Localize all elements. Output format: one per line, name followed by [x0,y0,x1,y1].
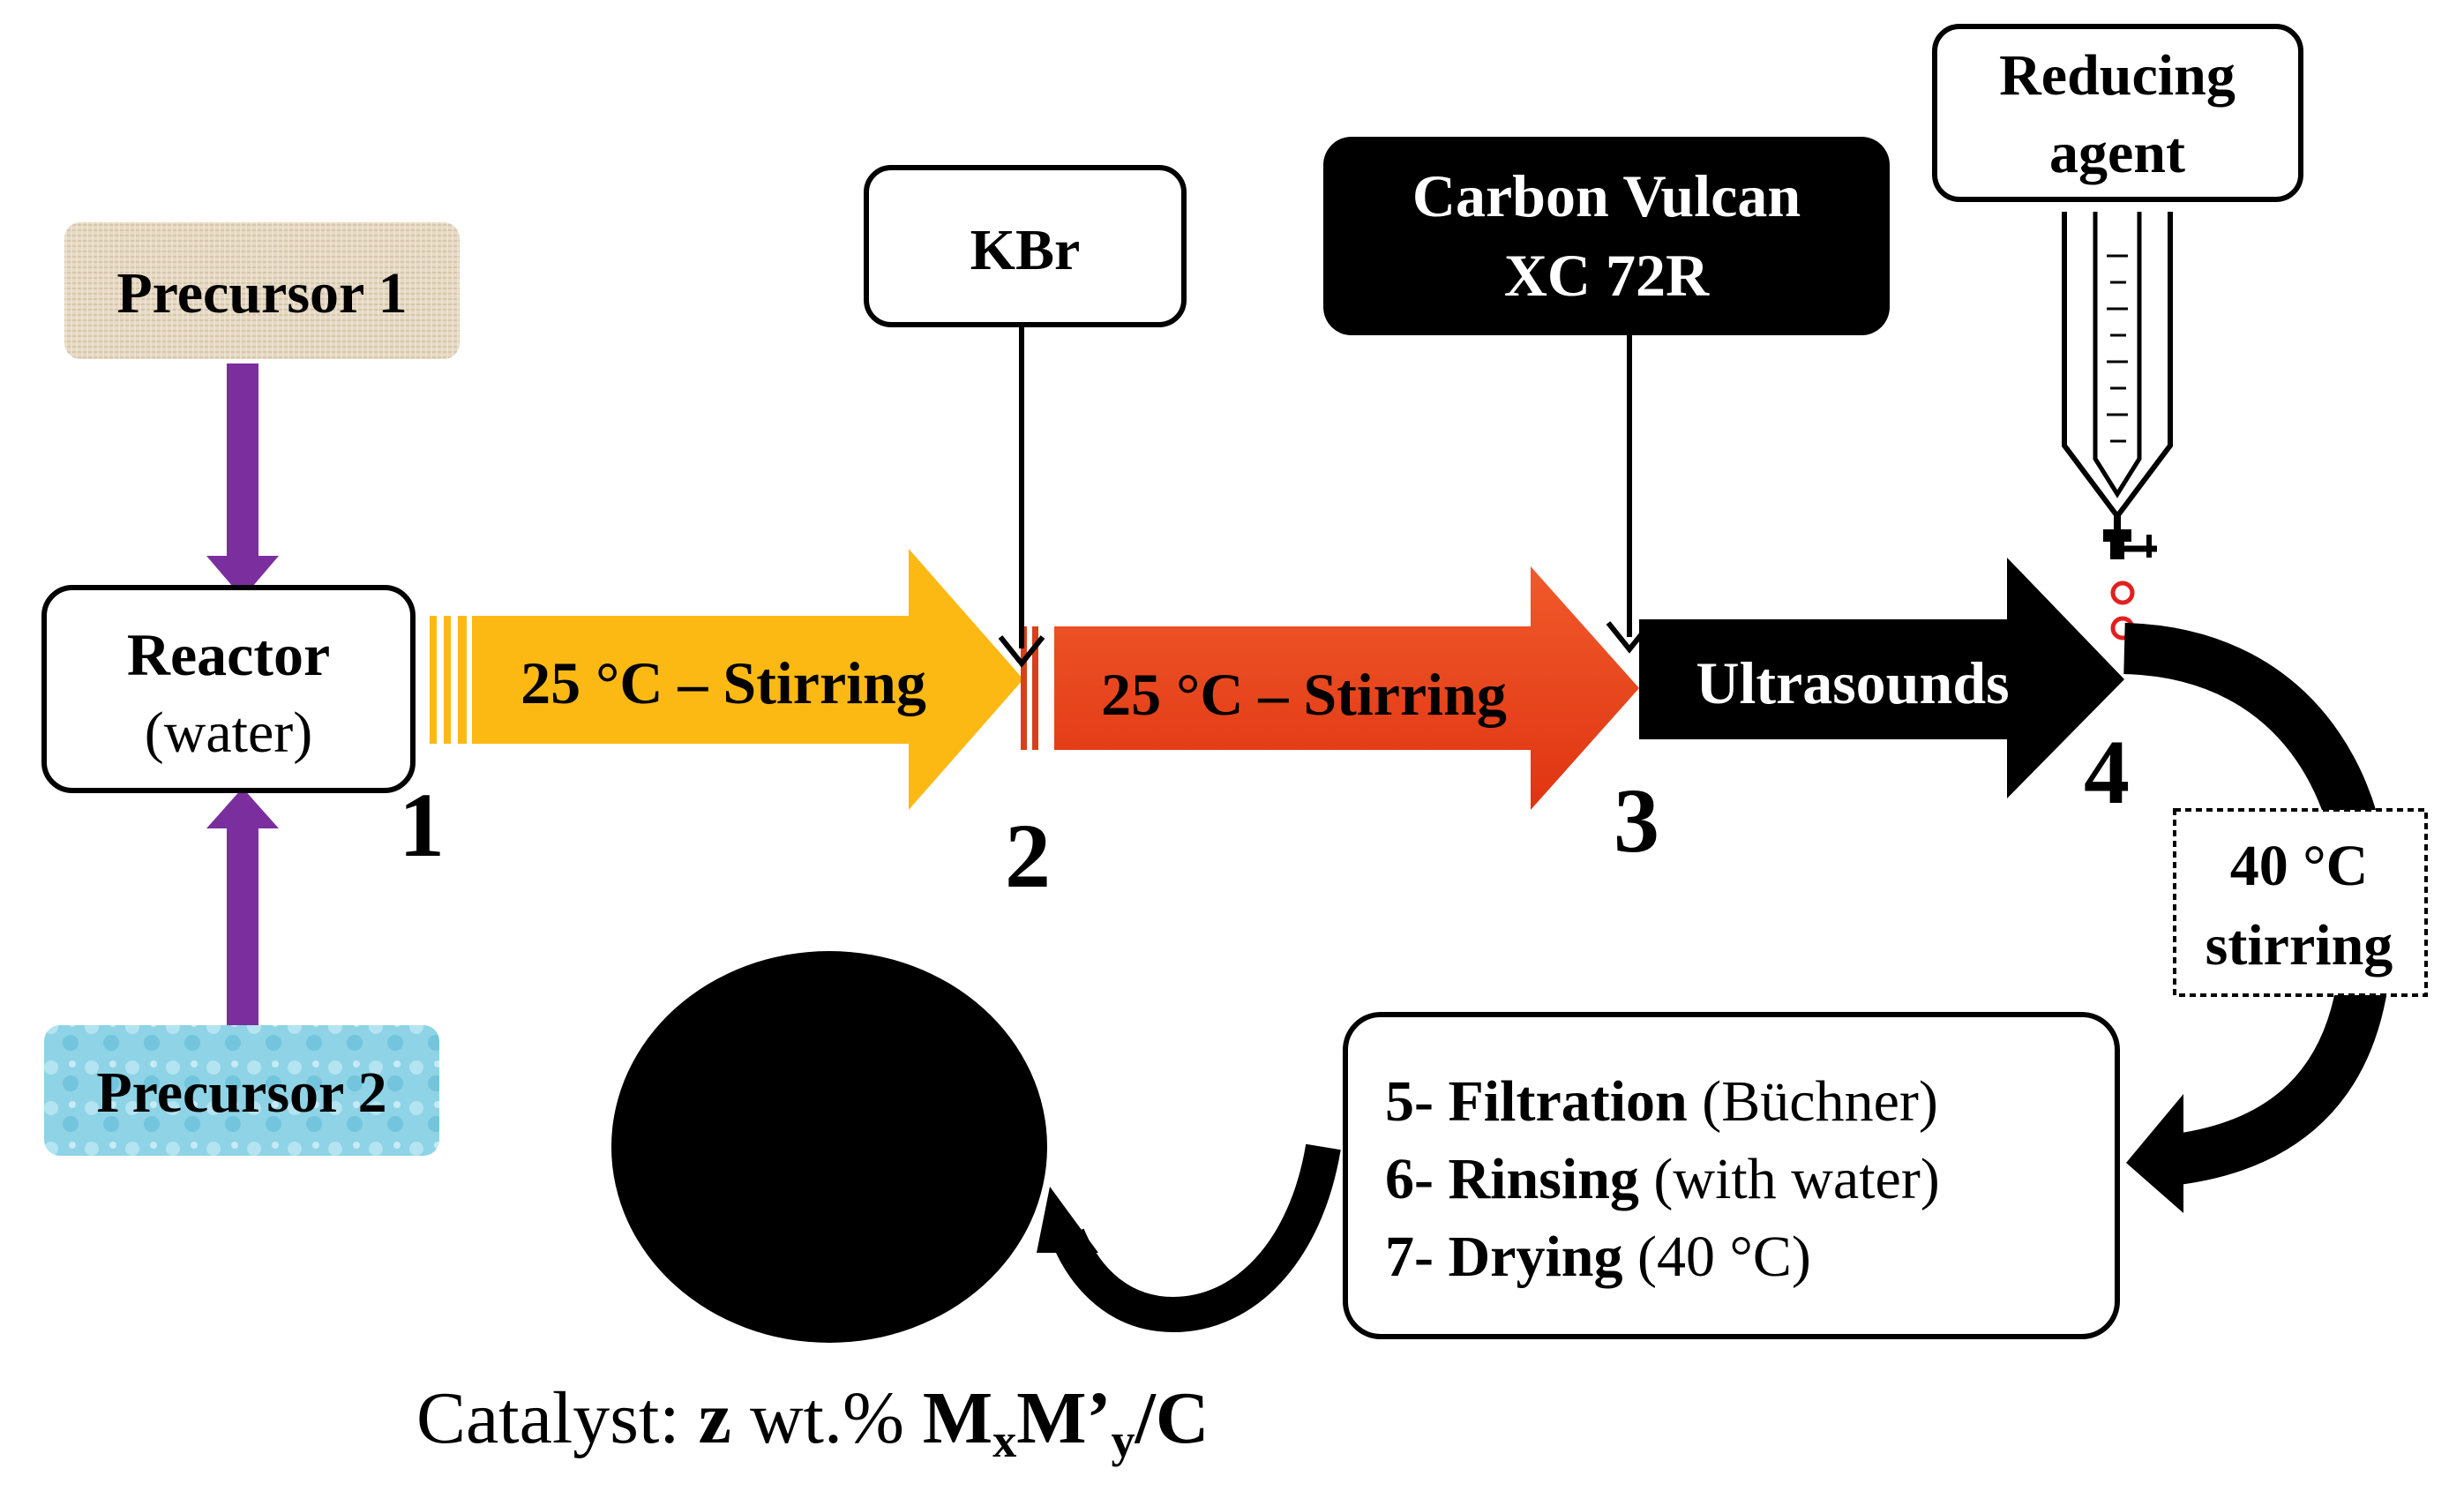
step-number-4: 4 [2084,722,2130,823]
catalyst-wt: wt.% [750,1377,904,1459]
catalyst-support: /C [1134,1377,1209,1459]
stirring-arrow-1: 25 °C – Stirring [430,549,1023,810]
catalyst-metal-m2: M’ [1016,1377,1111,1459]
carbon-drop-line [1606,335,1653,654]
step-7-text: 7- Drying (40 °C) [1385,1225,1811,1289]
burette-graduations [2107,254,2128,443]
stirring-label-2: 25 °C – Stirring [1101,661,1507,728]
step-number-2: 2 [1005,805,1051,907]
catalyst-z: z [699,1377,731,1459]
precursor-1-label: Precursor 1 [116,261,407,326]
step-6-number: 6- [1385,1147,1434,1211]
step-5-number: 5- [1385,1069,1434,1134]
step-6-text: 6- Rinsing (with water) [1385,1147,1940,1211]
catalyst-particle [611,951,1047,1343]
precursor-1-box: Precursor 1 [64,222,460,359]
step-7-name: Drying [1448,1225,1622,1289]
reactor-box: Reactor (water) [41,585,416,793]
ultrasounds-arrow: Ultrasounds [1639,558,2124,798]
drop-icon [2110,581,2135,605]
carbon-line-2: XC 72R [1504,242,1710,309]
purple-arrow-up [206,788,279,1025]
reactor-title: Reactor [127,621,330,688]
carbon-line-1: Carbon Vulcan [1412,162,1801,229]
catalyst-formula: Catalyst: z wt.% MxM’y/C [416,1377,1209,1467]
reducing-line-2: agent [2049,121,2185,185]
catalyst-prefix: Catalyst: [416,1377,680,1459]
step-6-name: Rinsing [1448,1147,1638,1211]
catalyst-metal-m: M [923,1377,992,1459]
precursor-2-label: Precursor 2 [96,1060,386,1125]
reactor-subtitle: (water) [145,701,313,765]
step-5-name: Filtration [1448,1069,1687,1134]
curved-arrow-to-catalyst [1037,1143,1341,1333]
stirring-label-1: 25 °C – Stirring [521,649,926,716]
post-processing-box: 5- Filtration (Büchner) 6- Rinsing (with… [1343,1012,2120,1339]
reducing-agent-box: Reducing agent [1932,24,2303,202]
ultrasounds-label: Ultrasounds [1696,649,2009,716]
heating-line-2: stirring [2206,913,2393,978]
reducing-line-1: Reducing [1999,43,2236,108]
purple-arrow-down [206,363,279,598]
precursor-2-box: Precursor 2 [44,1025,439,1156]
step-7-number: 7- [1385,1225,1434,1289]
kbr-drop-line [998,325,1045,668]
heating-line-1: 40 °C [2230,834,2369,898]
kbr-label: KBr [970,218,1081,282]
step-6-detail: (with water) [1653,1147,1939,1211]
step-5-text: 5- Filtration (Büchner) [1385,1069,1938,1134]
heating-stirring-box: 40 °C stirring [2173,808,2428,997]
carbon-vulcan-box: Carbon Vulcan XC 72R [1323,137,1890,335]
catalyst-sub-y: y [1111,1414,1135,1467]
catalyst-sub-x: x [992,1414,1016,1467]
kbr-box: KBr [864,165,1187,327]
step-5-detail: (Büchner) [1702,1069,1938,1134]
step-7-detail: (40 °C) [1637,1225,1811,1289]
step-number-3: 3 [1614,770,1659,872]
burette-icon [2058,210,2176,563]
step-number-1: 1 [399,775,445,876]
stirring-arrow-2: 25 °C – Stirring [1021,566,1639,810]
